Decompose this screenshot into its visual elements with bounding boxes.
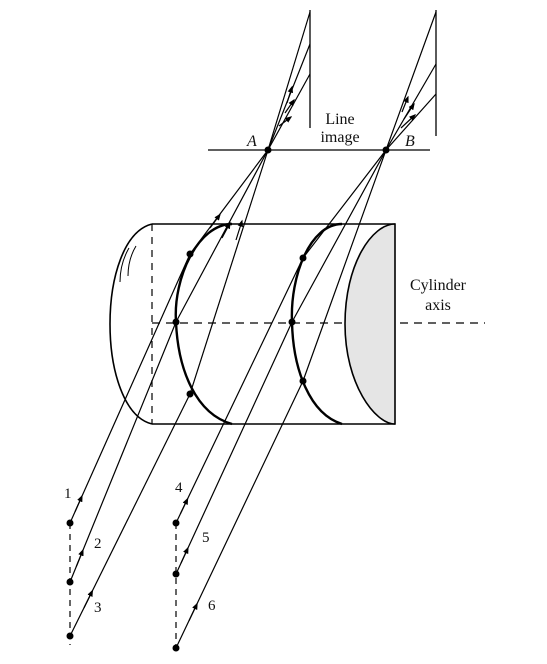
ray-a-out-3: [267, 73, 311, 151]
cylinder-axis-label-2: axis: [425, 297, 451, 314]
source-point-2: [66, 578, 74, 586]
source-point-1: [66, 519, 74, 527]
ray-5-incoming: [175, 321, 293, 575]
source-point-3: [66, 632, 74, 640]
ray-2-incoming: [69, 321, 177, 583]
cylinder-right-end: [344, 223, 396, 425]
rays: [69, 11, 437, 649]
line-image: [208, 10, 437, 151]
ray-label-2: 2: [94, 536, 102, 552]
point-a-label: A: [246, 133, 257, 150]
line-image-label-2: image: [320, 129, 359, 146]
source-point-5: [172, 570, 180, 578]
focal-point-a: [264, 146, 272, 154]
arrowheads: [74, 85, 417, 621]
cylinder-reflection-2: [127, 245, 137, 277]
source-point-4: [172, 519, 180, 527]
ray-label-3: 3: [94, 600, 102, 616]
points: [66, 146, 390, 652]
ray-b-out-3: [385, 93, 437, 151]
lens-point-2: [172, 318, 180, 326]
cylinder-left-end: [109, 223, 153, 425]
cylinder-axis-label-1: Cylinder: [410, 277, 467, 294]
lens-point-4: [299, 254, 307, 262]
lens-point-6: [299, 377, 307, 385]
cross-section-right: [290, 222, 343, 426]
cylinder-reflection: [119, 247, 130, 283]
ray-3-refracted: [189, 149, 269, 395]
ray-label-1: 1: [64, 486, 72, 502]
lens-point-3: [186, 390, 194, 398]
lens-point-5: [288, 318, 296, 326]
ray-b-out-1: [385, 11, 437, 151]
source-point-6: [172, 644, 180, 652]
ray-1-incoming: [69, 253, 191, 524]
ray-5-refracted: [291, 149, 387, 323]
cross-section-left: [174, 222, 233, 426]
point-b-label: B: [405, 133, 415, 150]
ray-label-5: 5: [202, 530, 210, 546]
ray-a-out-1: [267, 11, 311, 151]
line-image-label-1: Line: [325, 111, 354, 128]
focal-point-b: [382, 146, 390, 154]
ray-label-6: 6: [208, 598, 216, 614]
lens-point-1: [186, 250, 194, 258]
ray-6-refracted: [302, 149, 387, 382]
ray-4-incoming: [175, 257, 304, 524]
ray-4-refracted: [302, 149, 387, 259]
ray-1-refracted: [189, 149, 269, 255]
ray-label-4: 4: [175, 480, 183, 496]
cylinder: [109, 223, 396, 425]
ray-2-refracted: [175, 149, 269, 323]
